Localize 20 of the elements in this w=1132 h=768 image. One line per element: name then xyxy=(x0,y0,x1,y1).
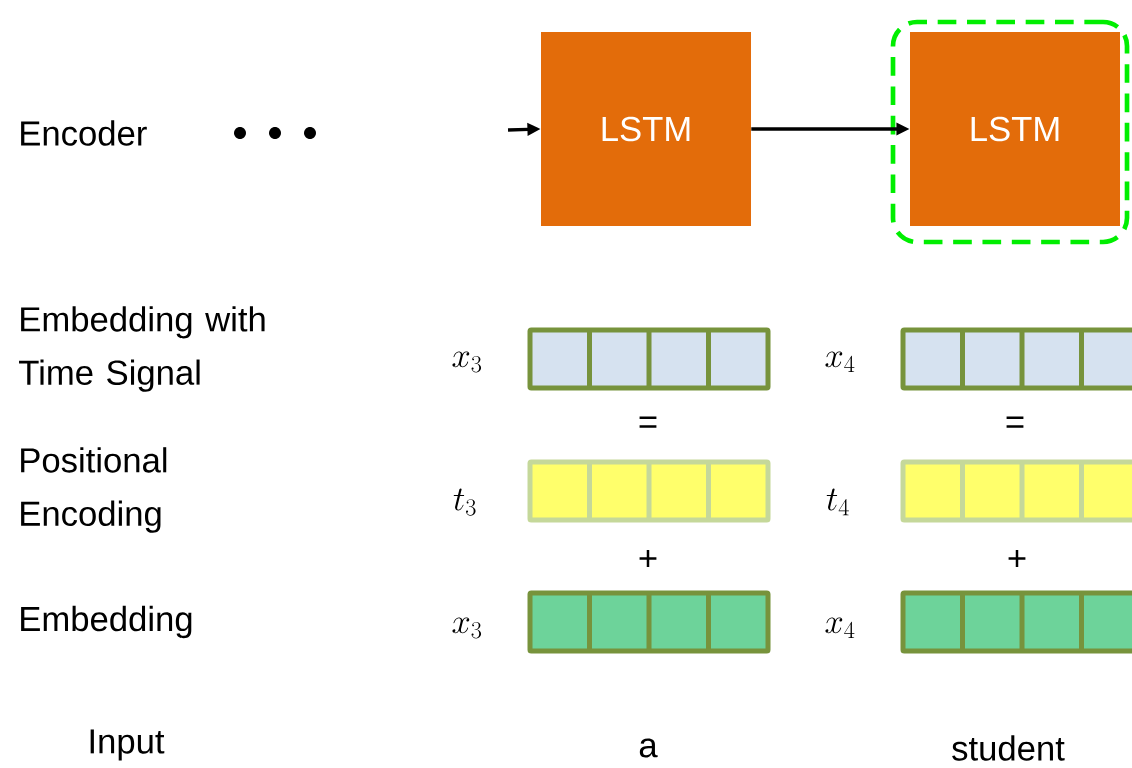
highlight-outline xyxy=(890,19,1130,245)
row-label: Embedding with Time Signal xyxy=(19,306,265,392)
lstm-box: LSTM xyxy=(541,32,751,226)
vector-symbol: $x_4$ xyxy=(825,351,855,373)
input-word: Input xyxy=(90,729,165,761)
vector-symbol: $t_3$ xyxy=(453,488,476,516)
input-word: student xyxy=(952,735,1065,761)
row-label: Encoder xyxy=(21,120,147,146)
equals-sign: = xyxy=(639,416,657,428)
plus-sign: + xyxy=(1008,550,1026,567)
vector-symbol: $x_3$ xyxy=(452,617,482,639)
vector-symbol: $x_3$ xyxy=(452,351,482,373)
vector-symbol: $x_4$ xyxy=(825,617,855,639)
lstm-box: LSTM xyxy=(910,32,1120,226)
input-word: a xyxy=(639,738,658,758)
row-label: Positional Encoding xyxy=(21,447,167,533)
equals-sign: = xyxy=(1006,416,1024,428)
vector-symbol: $t_4$ xyxy=(826,488,849,516)
row-label: Embedding xyxy=(21,605,192,639)
plus-sign: + xyxy=(639,550,657,567)
